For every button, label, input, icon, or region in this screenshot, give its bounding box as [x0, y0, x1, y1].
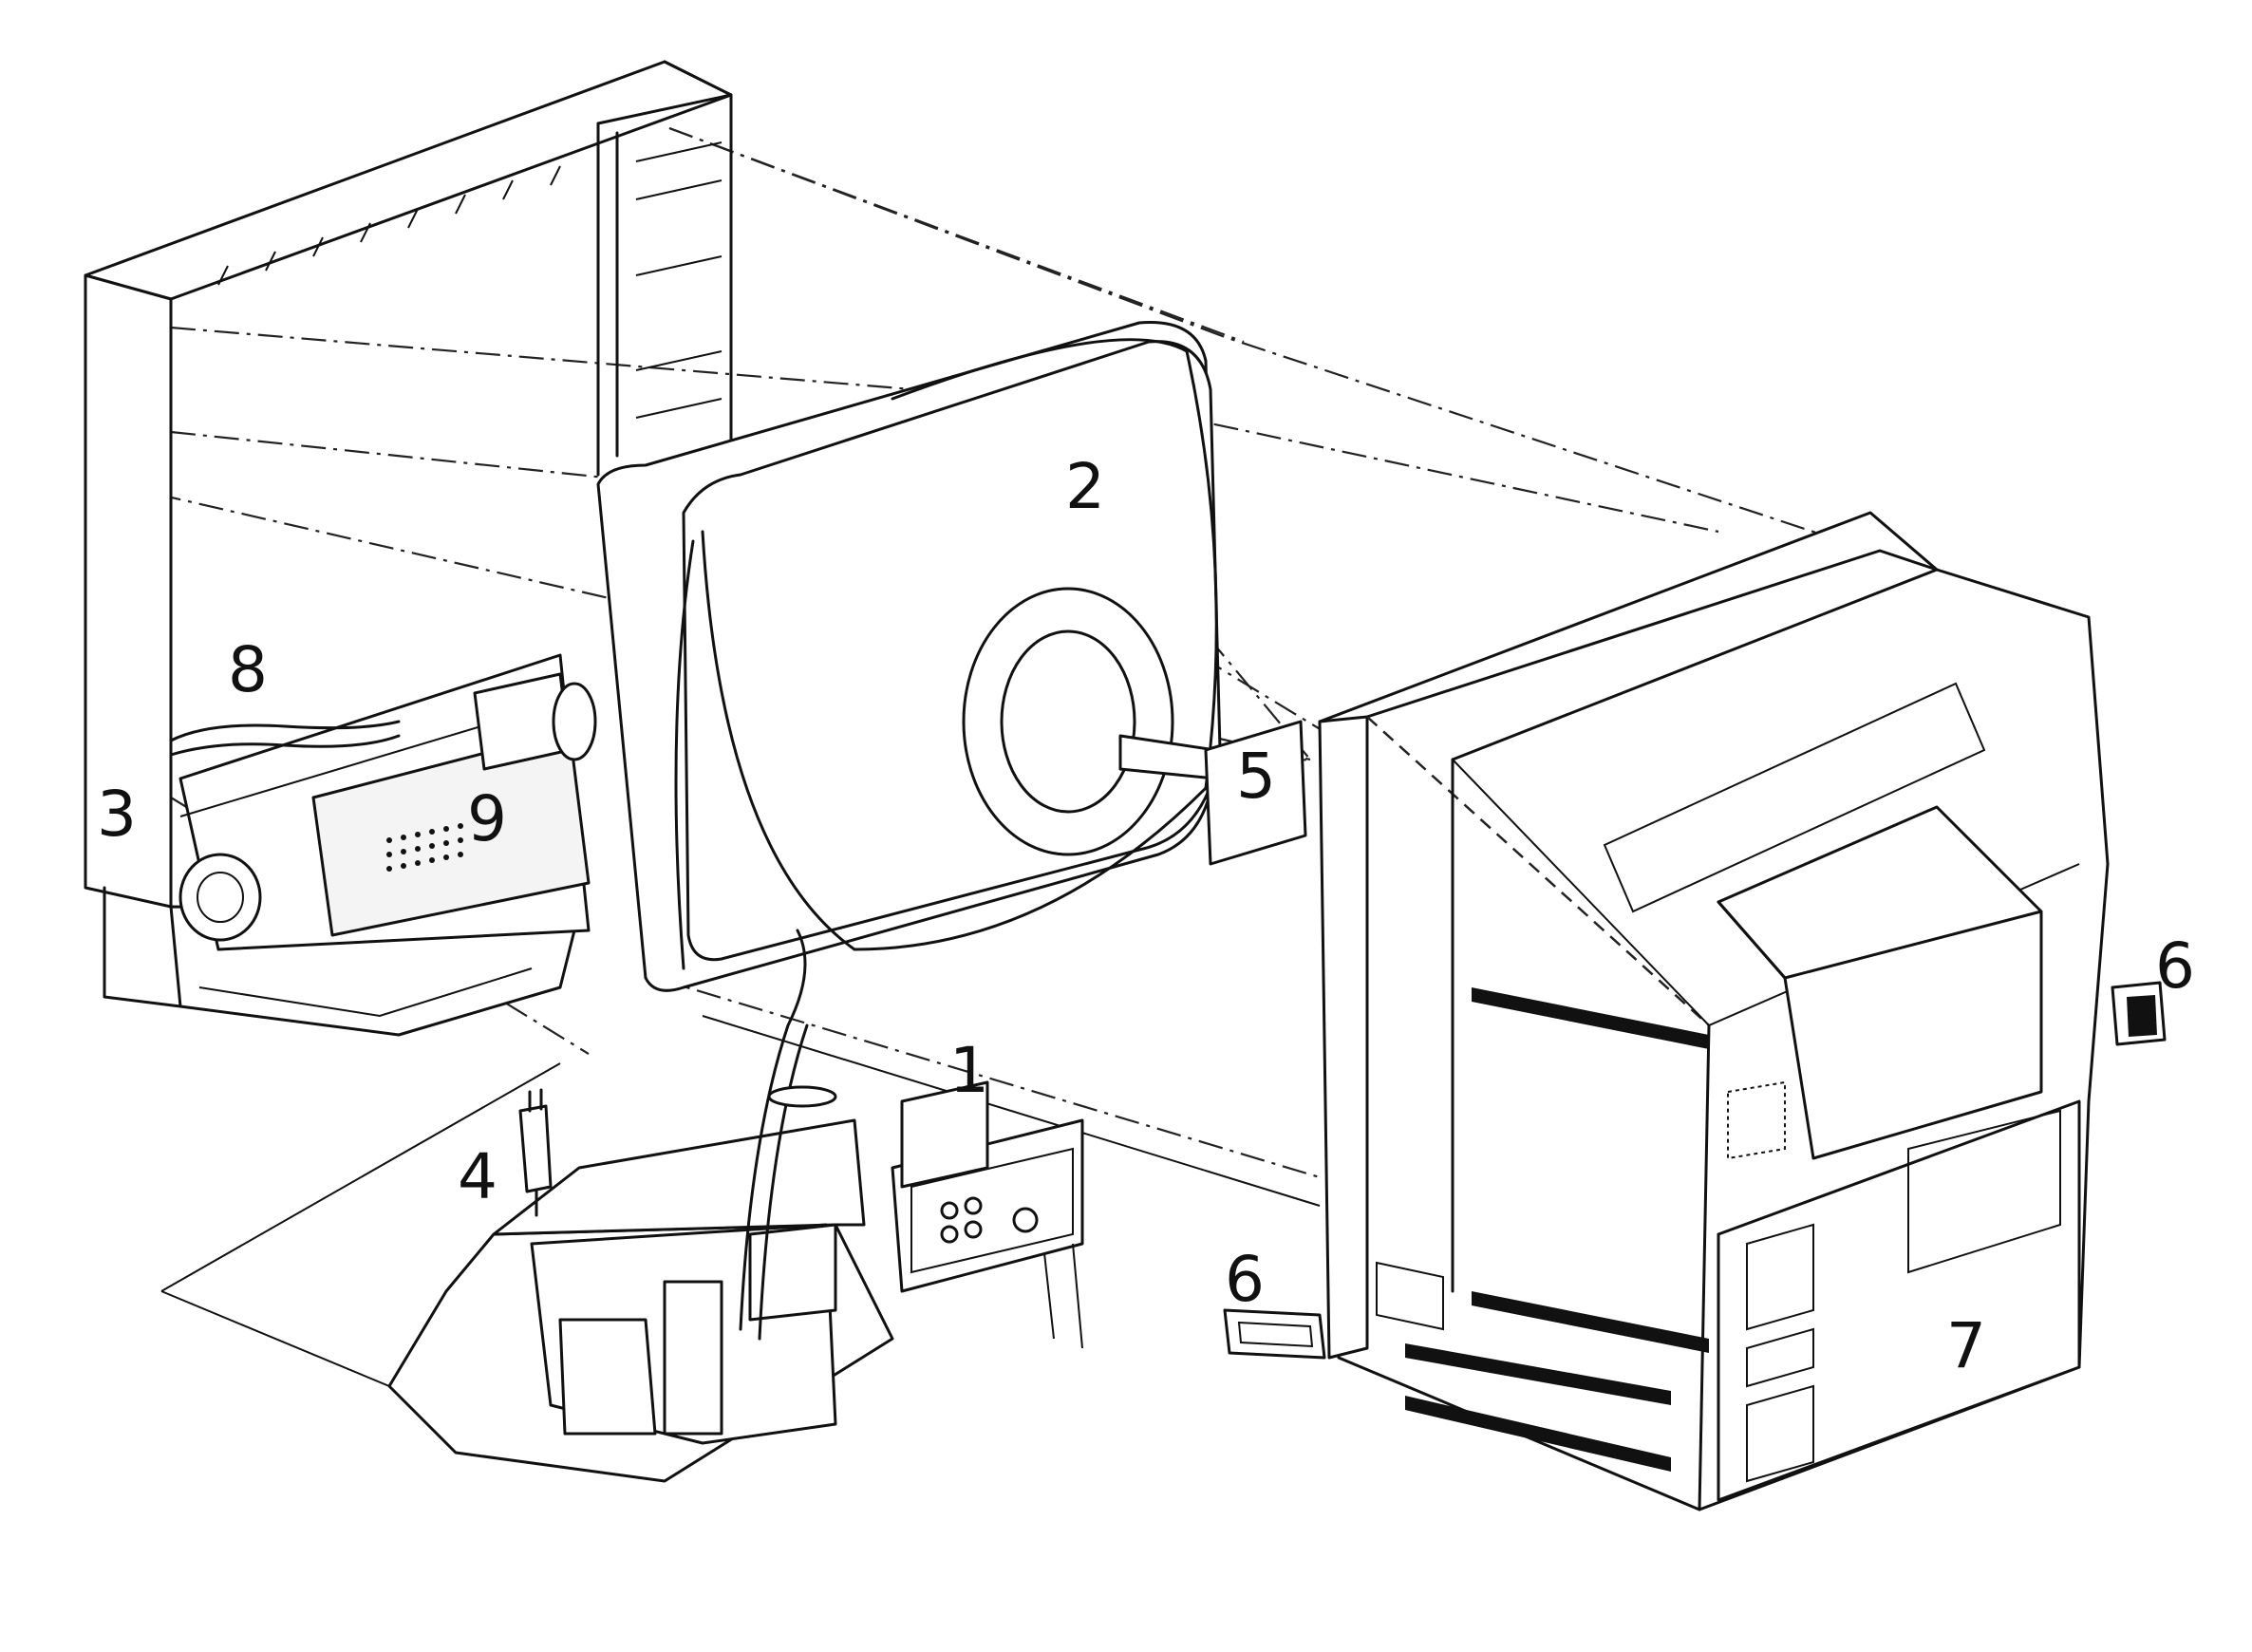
callout-part-3: 3: [97, 778, 137, 851]
callout-part-7: 7: [1946, 1309, 1986, 1382]
part-4-plug: [518, 1088, 553, 1217]
picture-tube: [596, 321, 1222, 992]
callout-part-8: 8: [228, 633, 268, 706]
callout-part-6-right: 6: [2155, 929, 2195, 1003]
callout-part-5: 5: [1236, 740, 1276, 813]
part-6-lower-clip: [1223, 1308, 1326, 1360]
callout-part-4: 4: [458, 1140, 497, 1213]
main-chassis: [387, 929, 1084, 1483]
callout-labels: 1 2 3 4 5 6 6 7 8 9: [97, 450, 2195, 1382]
part-5-bracket: [1204, 720, 1307, 866]
back-cover: [1318, 511, 2110, 1511]
callout-part-1: 1: [949, 1034, 989, 1107]
part-6-right-clip: [2111, 981, 2167, 1046]
front-cabinet: [84, 60, 733, 1037]
callout-part-9: 9: [467, 782, 507, 855]
callout-part-2: 2: [1065, 450, 1105, 523]
callout-part-6-lower: 6: [1225, 1243, 1265, 1316]
board-vents: [386, 823, 463, 872]
